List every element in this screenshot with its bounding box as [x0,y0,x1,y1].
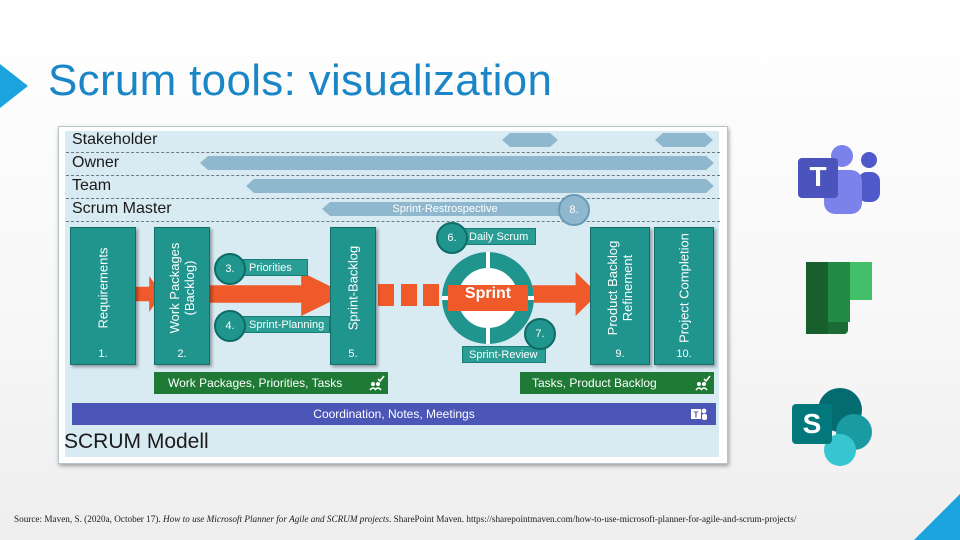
step-number: 2. [177,348,187,360]
team-check-icon [369,375,385,391]
backlog-tasks-bar: Tasks, Product Backlog [520,372,714,394]
slide-title: Scrum tools: visualization [48,56,553,105]
left-accent-triangle [0,64,28,108]
scrum-model-label: SCRUM Modell [64,430,209,453]
step-number: 1. [98,348,108,360]
refinement-box: Product Backlog Refinement 9. [590,227,650,365]
completion-label: Project Completion [676,232,692,343]
citation-author: Source: Maven, S. (2020a, October 17). [14,514,164,524]
row-separator [66,152,720,153]
sprint-cycle-graphic [442,252,534,344]
stakeholder-lane-bar [502,133,558,147]
citation-title: How to use Microsoft Planner for Agile a… [163,514,390,524]
citation-publisher-url: . SharePoint Maven. https://sharepointma… [389,514,797,524]
sprint-label: Sprint [464,285,512,302]
daily-scrum-tag: Daily Scrum [446,228,536,245]
requirements-label: Requirements [95,247,111,329]
sprint-backlog-label: Sprint-Backlog [345,245,361,331]
row-label-team: Team [72,177,112,194]
sharepoint-letter: S [803,408,822,439]
work-packages-label: Work Packages (Backlog) [167,242,197,334]
step-number: 5. [348,348,358,360]
svg-text:T: T [694,411,699,420]
scrum-master-lane-bar [322,202,574,216]
step-circle-6: 6. [436,222,468,254]
priorities-tag: Priorities [226,259,308,276]
teams-small-icon: T [691,408,707,420]
row-label-scrum-master: Scrum Master [72,200,172,217]
flow-dash [378,284,394,306]
step-number: 9. [615,348,625,360]
teams-letter: T [809,161,826,192]
sprint-planning-tag: Sprint-Planning [226,316,330,333]
microsoft-planner-icon [806,262,872,334]
team-lane-bar [246,179,714,193]
team-check-icon [695,375,711,391]
owner-lane-bar [200,156,714,170]
row-separator [66,198,720,199]
requirements-box: Requirements 1. [70,227,136,365]
microsoft-sharepoint-icon: S [792,388,872,466]
row-separator [66,221,720,222]
step-circle-8: 8. [558,194,590,226]
flow-dash [423,284,439,306]
planner-tasks-bar: Work Packages, Priorities, Tasks [154,372,388,394]
step-circle-7: 7. [524,318,556,350]
sprint-backlog-box: Sprint-Backlog 5. [330,227,376,365]
retrospective-label: Sprint-Restrospective [392,203,498,215]
row-label-owner: Owner [72,154,120,171]
backlog-tasks-label: Tasks, Product Backlog [532,376,657,390]
coordination-label: Coordination, Notes, Meetings [313,407,475,421]
work-packages-box: Work Packages (Backlog) 2. [154,227,210,365]
flow-dash [401,284,417,306]
step-circle-3: 3. [214,253,246,285]
refinement-label: Product Backlog Refinement [605,240,635,336]
sprint-review-tag: Sprint-Review [462,346,546,363]
corner-accent-triangle [914,494,960,540]
row-label-stakeholder: Stakeholder [72,131,158,148]
stakeholder-lane-bar [655,133,713,147]
planner-tasks-label: Work Packages, Priorities, Tasks [168,376,343,390]
microsoft-teams-icon: T [798,145,880,214]
teams-coordination-bar: Coordination, Notes, Meetings [72,403,716,425]
row-separator [66,175,720,176]
completion-box: Project Completion 10. [654,227,714,365]
source-citation: Source: Maven, S. (2020a, October 17). H… [14,514,796,524]
step-circle-4: 4. [214,310,246,342]
step-number: 10. [676,348,692,360]
